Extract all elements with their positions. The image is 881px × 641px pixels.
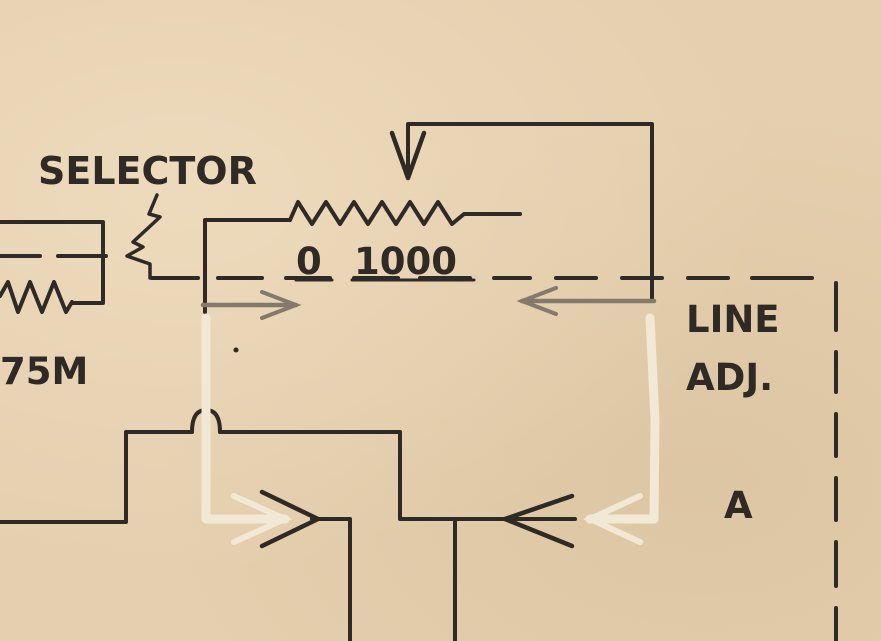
resistor-value-label: 75M <box>0 350 88 393</box>
potentiometer <box>203 122 654 314</box>
scale-low-label: 0 <box>296 240 322 283</box>
lower-wiring <box>0 408 577 641</box>
left-resistor-box <box>0 220 105 314</box>
selector-label: SELECTOR <box>38 149 257 193</box>
selector-switch-symbol <box>125 193 164 280</box>
overlay-highlights-lower <box>201 313 660 545</box>
ink-dot <box>233 347 239 353</box>
adj-label: ADJ. <box>686 356 773 399</box>
overlay-arrows-top <box>200 286 657 320</box>
line-label: LINE <box>686 298 780 341</box>
scale-high-label: 1000 <box>354 240 457 283</box>
terminal-a-label: A <box>724 484 753 527</box>
